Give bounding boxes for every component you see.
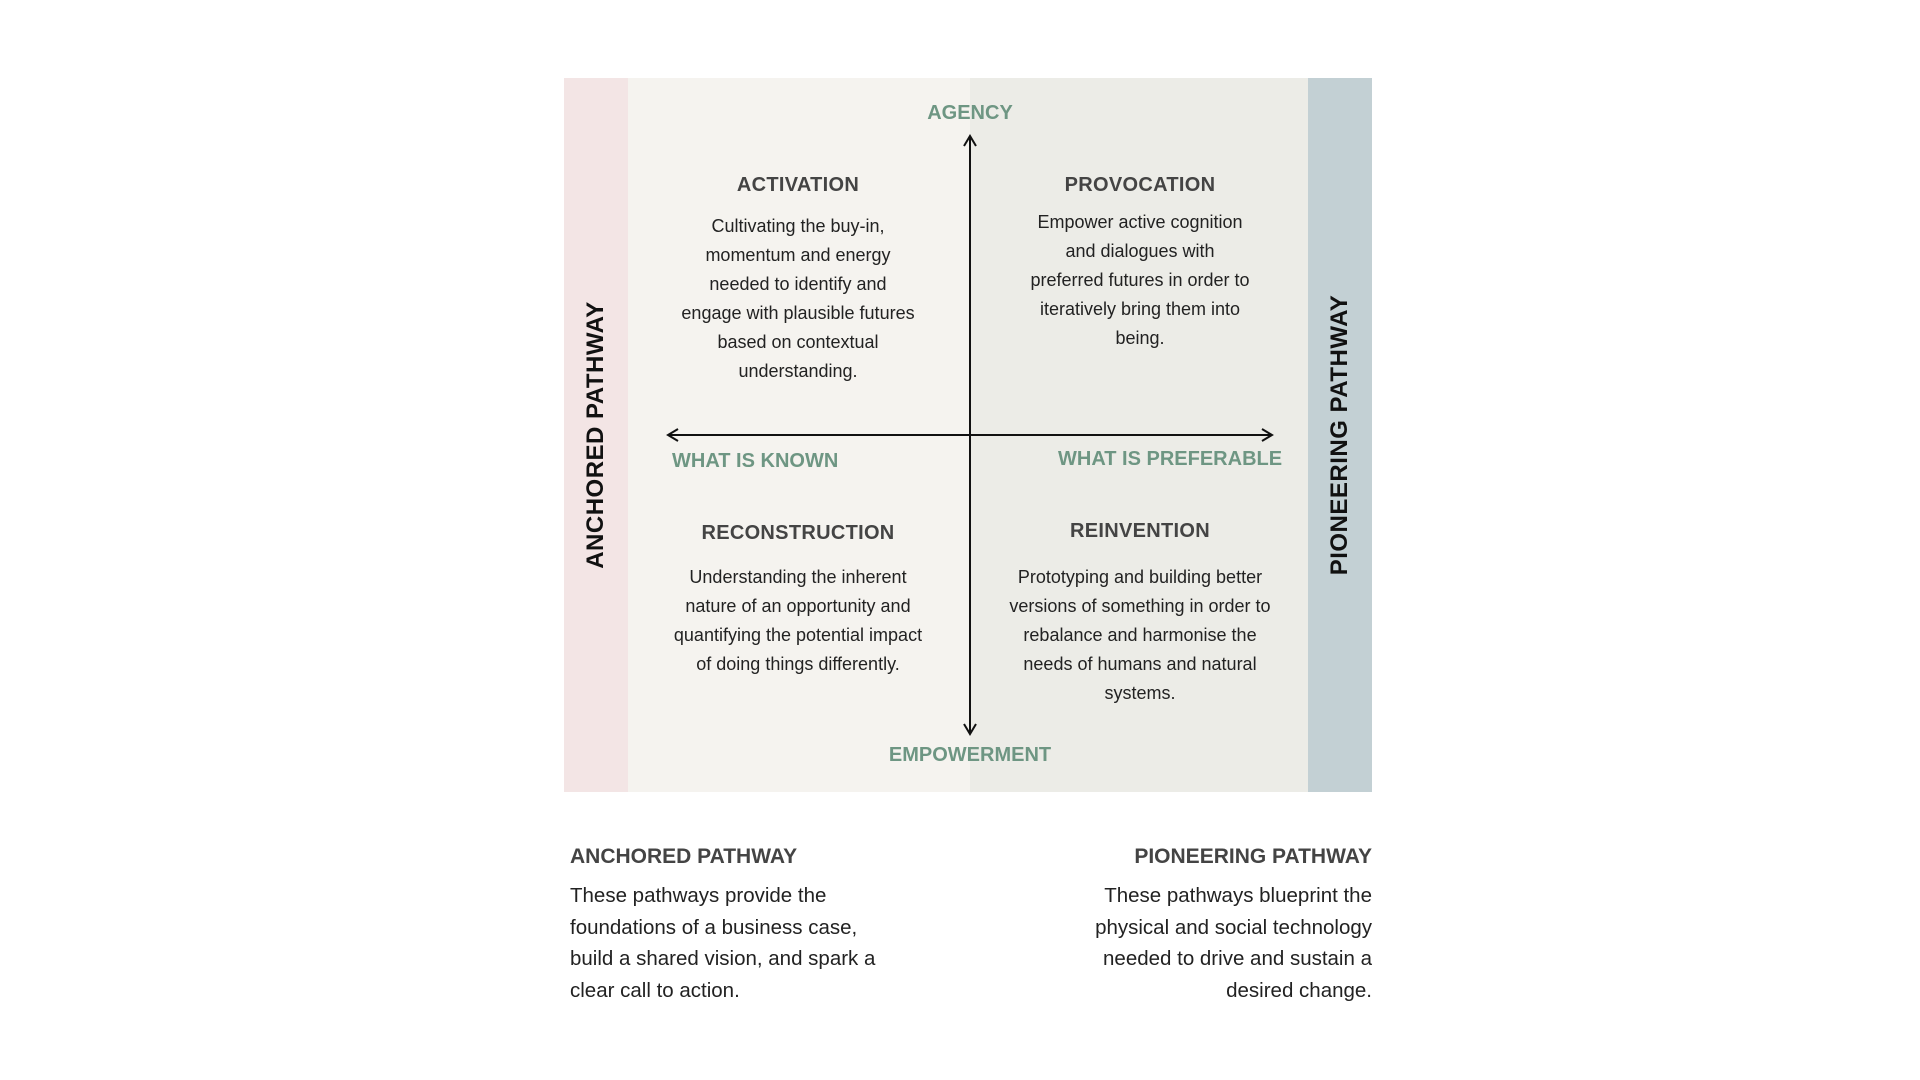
legend-text-anchored: These pathways provide the foundations o… <box>570 884 876 1002</box>
axes <box>666 134 1274 736</box>
quadrant-title-activation: ACTIVATION <box>736 174 860 196</box>
quadrant-text-activation: Cultivating the buy-in, momentum and ene… <box>681 216 915 381</box>
quadrant-text-reinvention: Prototyping and building better versions… <box>1009 567 1271 703</box>
anchored-pathway-band <box>564 78 628 792</box>
axis-label-what-is-preferable: WHAT IS PREFERABLE <box>1058 448 1283 470</box>
legend-text-pioneering: These pathways blueprint the physical an… <box>1095 884 1372 1002</box>
quadrant-title-reconstruction: RECONSTRUCTION <box>701 522 895 544</box>
quadrant-text-provocation: Empower active cognition and dialogues w… <box>1030 212 1250 348</box>
legend-title-pioneering: PIONEERING PATHWAY <box>1134 845 1372 868</box>
horizontal-axis-right-arrow <box>1261 428 1274 442</box>
vertical-axis-bottom-arrow <box>963 723 977 736</box>
axis-label-agency: AGENCY <box>927 102 1013 124</box>
quadrant-title-provocation: PROVOCATION <box>1064 174 1216 196</box>
axis-label-empowerment: EMPOWERMENT <box>888 744 1052 766</box>
vertical-axis-top-arrow <box>963 134 977 147</box>
quadrant-text-reconstruction: Understanding the inherent nature of an … <box>673 567 923 674</box>
legend-title-anchored: ANCHORED PATHWAY <box>570 845 798 868</box>
axis-label-what-is-known: WHAT IS KNOWN <box>672 450 839 472</box>
horizontal-axis-left-arrow <box>666 428 679 442</box>
pioneering-pathway-band <box>1308 78 1372 792</box>
quadrant-diagram: ANCHORED PATHWAY PIONEERING PATHWAY AGEN… <box>564 78 1372 792</box>
quadrant-title-reinvention: REINVENTION <box>1070 520 1210 542</box>
